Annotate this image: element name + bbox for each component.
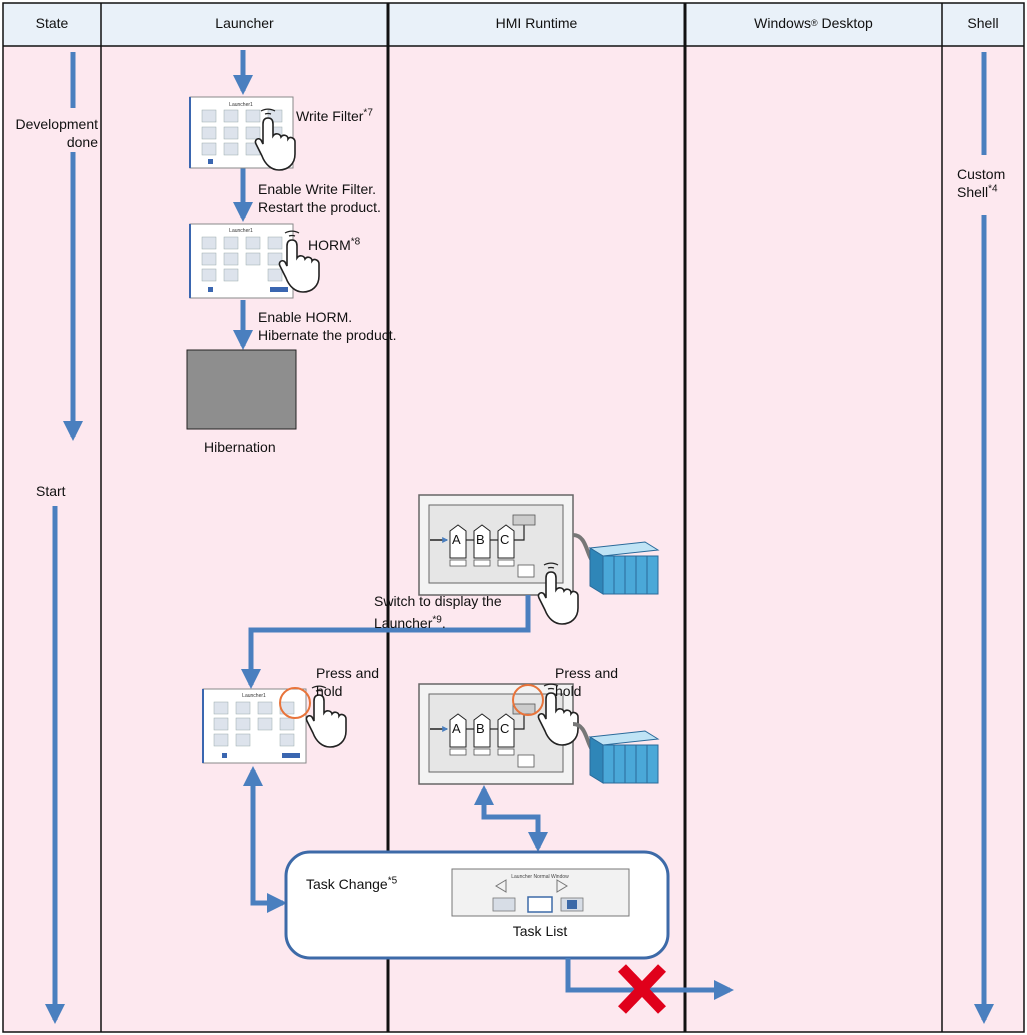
- block-c-top: C: [500, 532, 510, 547]
- hmi-press-hold-label: Press and hold: [555, 664, 618, 700]
- block-a-bottom: A: [452, 721, 461, 736]
- hmi-press-hold-line1: Press and: [555, 665, 619, 681]
- launcher-screen-press-hold: Launcher1: [202, 688, 307, 764]
- block-b-bottom: B: [476, 721, 485, 736]
- hmi-task-arrow: [474, 785, 548, 852]
- launcher-press-hold-line2: hold: [316, 683, 343, 699]
- write-filter-text: Write Filter: [296, 108, 364, 124]
- switch-sup: *9: [432, 614, 442, 626]
- switch-connector: [241, 595, 531, 689]
- switch-line2: Launcher: [374, 615, 433, 631]
- header-hmi-runtime: HMI Runtime: [495, 15, 578, 31]
- switch-launcher-label: Switch to display the Launcher*9.: [374, 590, 502, 634]
- start-label: Start: [36, 483, 66, 499]
- plc-unit-bottom: [588, 730, 660, 784]
- header-windows-desktop: Windows® Desktop: [685, 0, 942, 46]
- custom-shell-line2: Shell: [957, 184, 989, 200]
- header-shell: Shell: [967, 15, 999, 31]
- enable-horm-line2: Hibernate the product.: [258, 327, 397, 343]
- header-windows-desktop-reg: ®: [810, 18, 818, 28]
- task-change-sup: *5: [387, 875, 398, 887]
- development-label-line2: done: [66, 134, 98, 150]
- write-filter-sup: *7: [363, 107, 373, 119]
- enable-horm-label: Enable HORM. Hibernate the product.: [258, 308, 397, 344]
- custom-shell-sup: *4: [988, 183, 998, 195]
- task-change-text: Task Change: [306, 876, 388, 892]
- horm-text: HORM: [308, 237, 351, 253]
- svg-text:Launcher Normal Window: Launcher Normal Window: [511, 874, 569, 880]
- block-c-bottom: C: [500, 721, 510, 736]
- desktop-exit-arrow: [565, 958, 734, 1000]
- switch-line1: Switch to display the: [374, 593, 502, 609]
- development-label-line1: Development: [15, 116, 99, 132]
- enable-write-filter-line1: Enable Write Filter.: [258, 181, 377, 197]
- header-state: State: [35, 15, 69, 31]
- launcher-press-hold-label: Press and hold: [316, 664, 379, 700]
- svg-text:Launcher1: Launcher1: [229, 102, 253, 108]
- launcher-screen-horm: Launcher1: [189, 223, 294, 299]
- header-windows-desktop-prefix: Windows: [754, 15, 811, 31]
- header-launcher: Launcher: [215, 15, 274, 31]
- horm-sup: *8: [350, 236, 361, 248]
- hibernation-screen: [186, 349, 297, 430]
- header-row: [3, 3, 1024, 46]
- horm-label: HORM*8: [308, 236, 360, 254]
- launcher-task-arrow: [243, 766, 287, 913]
- svg-text:Launcher1: Launcher1: [229, 228, 253, 234]
- hibernation-label: Hibernation: [204, 439, 276, 455]
- header-windows-desktop-suffix: Desktop: [817, 15, 873, 31]
- task-list-panel: Launcher Normal Window: [451, 868, 630, 917]
- task-list-label: Task List: [512, 923, 568, 939]
- write-filter-label: Write Filter*7: [296, 107, 373, 125]
- block-a-top: A: [452, 532, 461, 547]
- highlight-circle-hmi: [512, 684, 544, 716]
- highlight-circle-launcher: [279, 687, 311, 719]
- task-change-label: Task Change*5: [306, 875, 397, 893]
- block-b-top: B: [476, 532, 485, 547]
- shell-arrow: [960, 52, 1010, 1024]
- enable-write-filter-line2: Restart the product.: [258, 199, 381, 215]
- hmi-press-hold-line2: hold: [555, 683, 582, 699]
- launcher-press-hold-line1: Press and: [316, 665, 380, 681]
- custom-shell-label: Custom Shell*4: [957, 165, 1015, 201]
- development-arrow-mask: [40, 108, 88, 506]
- custom-shell-line1: Custom: [957, 166, 1006, 182]
- plc-unit-top: [588, 541, 660, 595]
- blocked-cross-icon: [618, 964, 666, 1014]
- switch-end: .: [441, 615, 446, 631]
- svg-text:Launcher1: Launcher1: [242, 693, 266, 699]
- development-done-label: Development done: [4, 115, 99, 151]
- enable-horm-line1: Enable HORM.: [258, 309, 353, 325]
- enable-write-filter-label: Enable Write Filter. Restart the product…: [258, 180, 381, 216]
